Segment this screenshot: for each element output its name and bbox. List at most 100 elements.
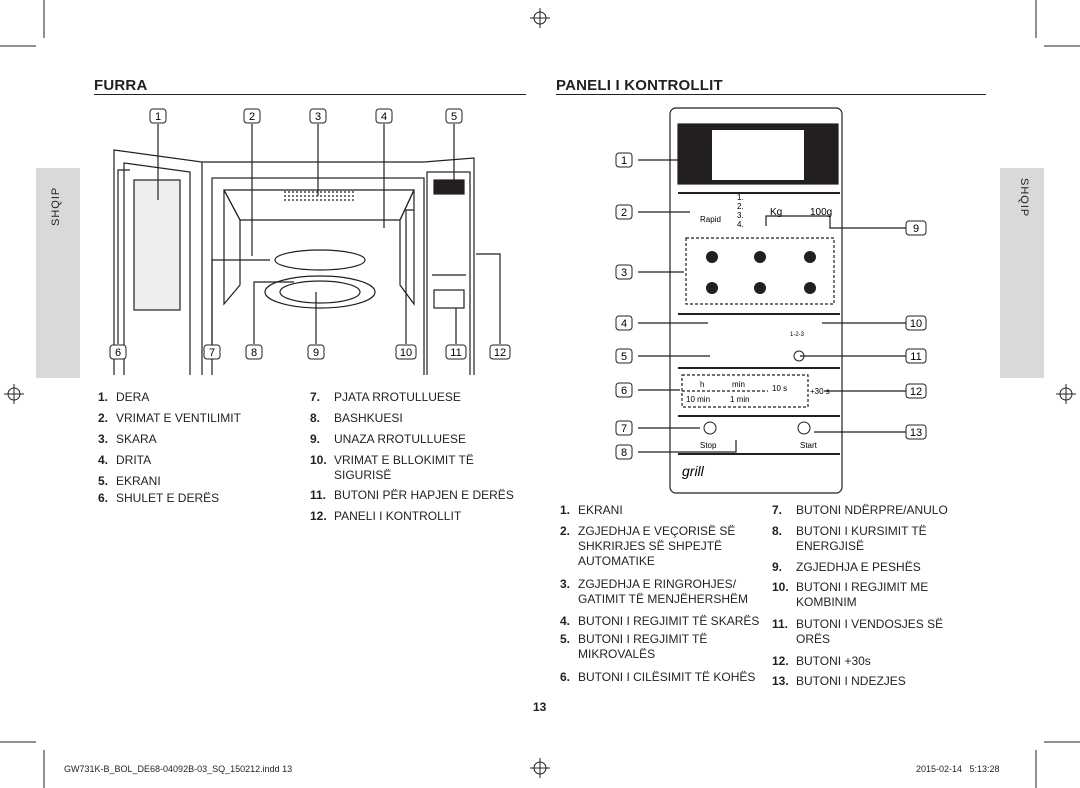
panel-stop: Stop — [700, 441, 717, 450]
legend-item: 4.DRITA — [98, 453, 152, 467]
legend-item: 8.BUTONI I KURSIMIT TË ENERGJISË — [772, 524, 927, 553]
callout-4: 4 — [375, 108, 393, 124]
panel-grill: grill — [682, 463, 705, 479]
svg-text:13: 13 — [910, 427, 922, 439]
legend-item: 7.BUTONI NDËRPRE/ANULO — [772, 503, 948, 517]
panel-callout-5: 5 — [615, 348, 633, 364]
panel-callout-10: 10 — [905, 315, 927, 331]
callout-2: 2 — [243, 108, 261, 124]
panel-callout-4: 4 — [615, 315, 633, 331]
callout-1-label: 1 — [155, 111, 161, 123]
svg-text:7: 7 — [621, 423, 627, 435]
panel-kg: Kg — [770, 207, 782, 218]
panel-10min: 10 min — [686, 395, 710, 404]
callout-6: 6 — [109, 344, 127, 360]
furra-callouts-bottom: 6 7 8 9 10 11 12 — [109, 344, 511, 360]
svg-text:6: 6 — [621, 385, 627, 397]
legend-item: 2.ZGJEDHJA E VEÇORISË SË SHKRIRJES SË SH… — [560, 524, 736, 568]
legend-item: 11.BUTONI PËR HAPJEN E DERËS — [310, 488, 514, 502]
side-tab-right-label: SHQIP — [1018, 178, 1030, 218]
panel-defrost-3: 3. — [737, 211, 744, 220]
legend-item: 3.ZGJEDHJA E RINGROHJES/ GATIMIT TË MENJ… — [560, 577, 749, 606]
side-tab-right: SHQIP — [1000, 168, 1044, 378]
footer-file: GW731K-B_BOL_DE68-04092B-03_SQ_150212.in… — [64, 764, 293, 774]
svg-text:4: 4 — [621, 318, 627, 330]
legend-item: 5.EKRANI — [98, 474, 161, 488]
callout-12-label: 12 — [494, 347, 506, 359]
microwave-diagram: 1 2 3 4 5 6 7 8 9 10 11 12 — [109, 108, 511, 375]
svg-text:1: 1 — [621, 155, 627, 167]
svg-text:5: 5 — [621, 351, 627, 363]
panel-callout-12: 12 — [905, 383, 927, 399]
panel-plus30: +30 s — [810, 387, 830, 396]
panel-callout-11: 11 — [905, 348, 927, 364]
side-tab-left-label: SHQIP — [50, 186, 62, 226]
panel-callout-7: 7 — [615, 420, 633, 436]
panel-rapid: Rapid — [700, 215, 721, 224]
side-tab-left: SHQIP — [36, 168, 80, 378]
panel-defrost-1: 1. — [737, 193, 744, 202]
paneli-title: PANELI I KONTROLLIT — [556, 77, 723, 94]
callout-4-label: 4 — [381, 111, 387, 123]
callout-9: 9 — [307, 344, 325, 360]
callout-8: 8 — [245, 344, 263, 360]
furra-callouts-top: 1 2 3 4 5 — [149, 108, 463, 124]
panel-callout-3: 3 — [615, 264, 633, 280]
registration-mark-bottom — [530, 758, 550, 778]
callout-12: 12 — [489, 344, 511, 360]
legend-item: 6.BUTONI I CILËSIMIT TË KOHËS — [560, 670, 756, 684]
registration-mark-right — [1056, 384, 1076, 404]
callout-5-label: 5 — [451, 111, 457, 123]
callout-6-label: 6 — [115, 347, 121, 359]
panel-min: min — [732, 380, 745, 389]
callout-3-label: 3 — [315, 111, 321, 123]
legend-item: 10.BUTONI I REGJIMIT ME KOMBINIM — [772, 580, 929, 609]
svg-text:11: 11 — [910, 351, 921, 363]
panel-combi-sub: 1-2-3 — [790, 332, 805, 338]
svg-text:8: 8 — [621, 447, 627, 459]
furra-title-rule — [94, 94, 526, 95]
callout-8-label: 8 — [251, 347, 257, 359]
panel-100g: 100g — [810, 207, 832, 218]
svg-text:3: 3 — [621, 267, 627, 279]
panel-10s: 10 s — [772, 384, 787, 393]
legend-item: 13.BUTONI I NDEZJES — [772, 674, 906, 688]
panel-callout-6: 6 — [615, 382, 633, 398]
panel-callout-8: 8 — [615, 444, 633, 460]
legend-item: 11.BUTONI I VENDOSJES SË ORËS — [772, 617, 944, 646]
legend-item: 9.ZGJEDHJA E PESHËS — [772, 560, 921, 574]
callout-5: 5 — [445, 108, 463, 124]
callout-7: 7 — [203, 344, 221, 360]
legend-item: 9.UNAZA RROTULLUESE — [310, 432, 467, 446]
callout-9-label: 9 — [313, 347, 319, 359]
callout-11: 11 — [445, 344, 467, 360]
legend-item: 7.PJATA RROTULLUESE — [310, 390, 461, 404]
registration-mark-top — [530, 8, 550, 28]
callout-11-label: 11 — [450, 347, 461, 359]
panel-callout-1: 1 — [615, 152, 633, 168]
panel-defrost-2: 2. — [737, 202, 744, 211]
legend-item: 10.VRIMAT E BLLOKIMIT TË SIGURISË — [310, 453, 474, 482]
paneli-title-rule — [556, 94, 986, 95]
panel-h: h — [700, 380, 704, 389]
svg-text:9: 9 — [913, 223, 919, 235]
svg-text:12: 12 — [910, 386, 922, 398]
callout-1: 1 — [149, 108, 167, 124]
legend-item: 8.BASHKUESI — [310, 411, 403, 425]
panel-defrost-4: 4. — [737, 220, 744, 229]
callout-10: 10 — [395, 344, 417, 360]
legend-item: 12.PANELI I KONTROLLIT — [310, 509, 462, 523]
panel-start: Start — [800, 441, 818, 450]
legend-item: 2.VRIMAT E VENTILIMIT — [98, 411, 241, 425]
registration-mark-left — [4, 384, 24, 404]
legend-item: 5.BUTONI I REGJIMIT TË MIKROVALËS — [560, 632, 708, 661]
legend-item: 12.BUTONI +30s — [772, 654, 871, 668]
callout-7-label: 7 — [209, 347, 215, 359]
control-panel-diagram: Rapid 1. 2. 3. 4. Kg 100g 1-2-3 h min 10… — [615, 107, 927, 494]
panel-1min: 1 min — [730, 395, 750, 404]
callout-10-label: 10 — [400, 347, 412, 359]
legend-item: 4.BUTONI I REGJIMIT TË SKARËS — [560, 614, 760, 628]
panel-callout-9: 9 — [905, 220, 927, 236]
footer-date: 2015-02-14 5:13:28 — [916, 764, 1000, 774]
